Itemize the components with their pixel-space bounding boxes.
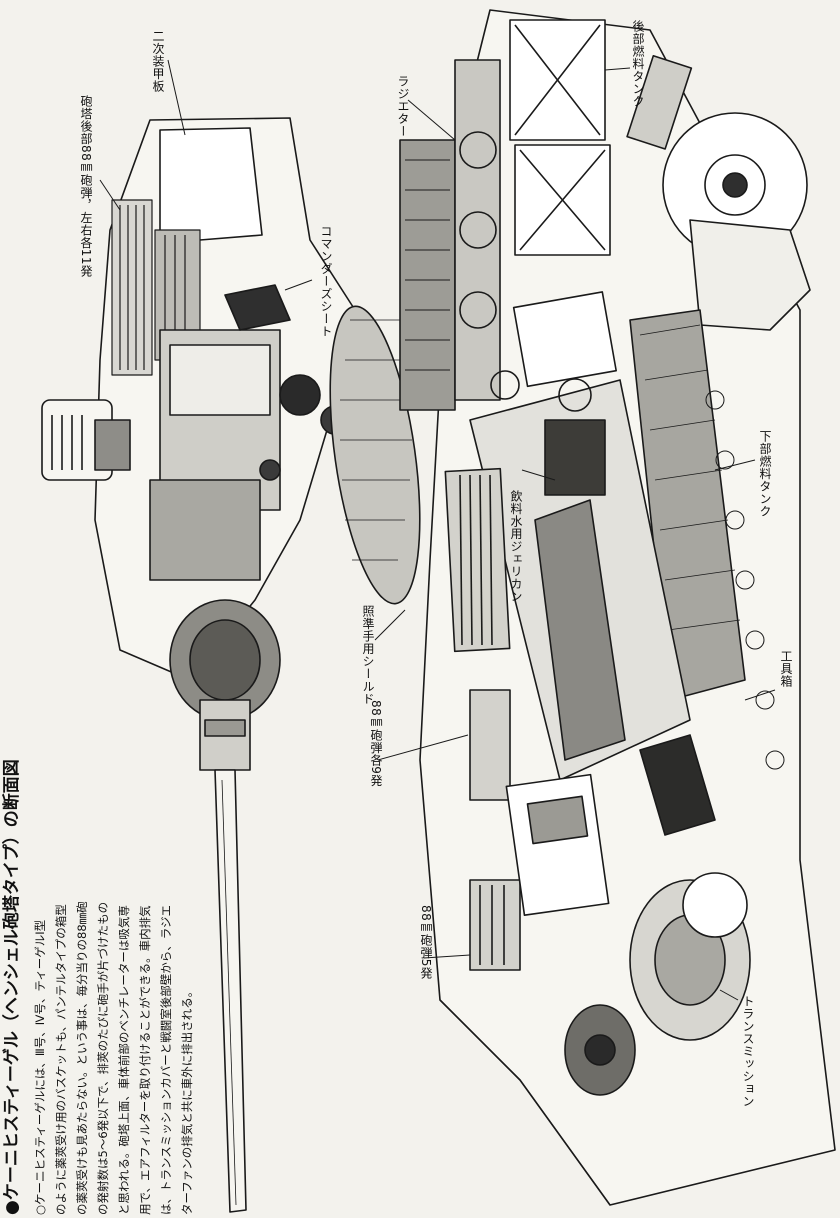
label-transmission: トランスミッション bbox=[741, 995, 755, 1108]
label-turret-rear-ammo: 砲塔後部88㎜砲弾，左右各11発 bbox=[79, 95, 93, 278]
label-radiator: ラジエター bbox=[396, 75, 410, 138]
turret-basket-floor bbox=[329, 305, 421, 605]
caption-body-line: は、トランスミッションカバーと戦闘室後部壁から、ラジエ bbox=[159, 904, 173, 1215]
caption-body-line: のように薬莢受け用のバスケットも、パンテルタイプの箱型 bbox=[54, 904, 68, 1215]
label-commander-seat: コマンダーズシート bbox=[319, 225, 333, 338]
label-lower-fuel-tank: 下部燃料タンク bbox=[758, 430, 772, 518]
hull-ammo-rack bbox=[444, 467, 521, 971]
caption-block: ●ケーニヒスティーゲル（ヘンシェル砲塔タイプ）の断面図 ○ケーニヒスティーゲルに… bbox=[0, 675, 198, 1215]
main-gun bbox=[169, 599, 281, 1213]
label-secondary-armor: 二次装甲板 bbox=[151, 30, 165, 93]
label-gunner-shield: 照準手用シールド bbox=[361, 605, 375, 705]
caption-body-line: と思われる。砲塔上面、車体前部のベンチレーターは吸気専 bbox=[117, 905, 131, 1215]
hull-outline bbox=[399, 9, 836, 1206]
caption-title: ●ケーニヒスティーゲル（ヘンシェル砲塔タイプ）の断面図 bbox=[2, 759, 22, 1215]
caption-body-line: の薬莢受けも見あたらない。という事は、毎分当りの88㎜砲 bbox=[75, 901, 89, 1215]
label-ammo-5: 88㎜砲弾5発 bbox=[419, 905, 433, 980]
turret-outline bbox=[41, 117, 356, 681]
caption-body-line: ターファンの排気と共に車外に排出される。 bbox=[180, 985, 194, 1215]
label-rear-fuel-tank: 後部燃料タンク bbox=[631, 20, 645, 108]
transmission-unit bbox=[564, 872, 751, 1096]
turret-ventilator bbox=[41, 399, 131, 481]
caption-body-line: の発射数は5～6発以下で、排莢のたびに砲手が片づけたもの bbox=[96, 901, 110, 1215]
caption-body-line: 用で、エアフィルターを取り付けることができる。車内排気 bbox=[138, 905, 152, 1215]
caption-body-line: ○ケーニヒスティーゲルには、Ⅲ号、Ⅳ号、ティーゲルⅠ型 bbox=[33, 919, 47, 1215]
label-ammo-9: 88㎜砲弾各9発 bbox=[369, 700, 383, 787]
leader-lines bbox=[99, 59, 776, 1001]
label-tool-box: 工具箱 bbox=[779, 650, 793, 688]
label-water-jerrycan: 飲料水用ジェリカン bbox=[509, 490, 523, 603]
